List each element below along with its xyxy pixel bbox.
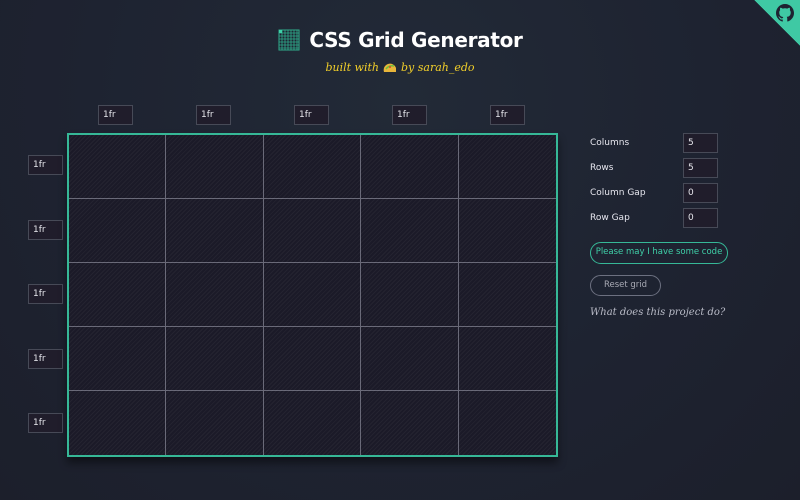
grid-cell[interactable] bbox=[69, 391, 167, 455]
reset-grid-button[interactable]: Reset grid bbox=[590, 275, 661, 296]
rows-label: Rows bbox=[590, 163, 614, 173]
page-title: CSS Grid Generator bbox=[309, 28, 523, 52]
grid-cell[interactable] bbox=[458, 135, 556, 199]
taco-icon bbox=[383, 63, 396, 72]
grid-canvas[interactable] bbox=[67, 133, 558, 457]
column-size-input-2[interactable]: 1fr bbox=[196, 105, 231, 125]
about-project-link[interactable]: What does this project do? bbox=[590, 307, 726, 318]
grid-cell[interactable] bbox=[166, 263, 264, 327]
row-size-input-5[interactable]: 1fr bbox=[28, 413, 63, 433]
row-size-input-1[interactable]: 1fr bbox=[28, 155, 63, 175]
grid-cell[interactable] bbox=[361, 327, 459, 391]
grid-cell[interactable] bbox=[458, 199, 556, 263]
column-size-input-1[interactable]: 1fr bbox=[98, 105, 133, 125]
row-gap-label: Row Gap bbox=[590, 213, 630, 223]
columns-label: Columns bbox=[590, 138, 630, 148]
grid-cell[interactable] bbox=[459, 391, 556, 455]
grid-cell[interactable] bbox=[166, 327, 264, 391]
byline-author: by sarah_edo bbox=[401, 61, 475, 74]
grid-cell[interactable] bbox=[458, 327, 556, 391]
grid-logo-icon bbox=[278, 29, 300, 51]
row-size-input-2[interactable]: 1fr bbox=[28, 220, 63, 240]
grid-cell[interactable] bbox=[69, 199, 167, 263]
grid-cell[interactable] bbox=[263, 327, 362, 391]
grid-cell[interactable] bbox=[458, 263, 556, 327]
columns-input[interactable]: 5 bbox=[683, 133, 718, 153]
grid-cell[interactable] bbox=[361, 263, 459, 327]
grid-cell[interactable] bbox=[69, 263, 167, 327]
rows-input[interactable]: 5 bbox=[683, 158, 718, 178]
grid-cell[interactable] bbox=[361, 199, 459, 263]
grid-cell[interactable] bbox=[263, 263, 362, 327]
grid-cell[interactable] bbox=[166, 199, 264, 263]
row-gap-input[interactable]: 0 bbox=[683, 208, 718, 228]
column-size-input-5[interactable]: 1fr bbox=[490, 105, 525, 125]
grid-cell[interactable] bbox=[263, 199, 362, 263]
row-size-input-3[interactable]: 1fr bbox=[28, 284, 63, 304]
column-gap-label: Column Gap bbox=[590, 188, 646, 198]
get-code-button[interactable]: Please may I have some code bbox=[590, 242, 728, 264]
grid-cell[interactable] bbox=[263, 135, 362, 199]
byline: built with by sarah_edo bbox=[325, 61, 474, 74]
column-size-input-4[interactable]: 1fr bbox=[392, 105, 427, 125]
grid-cell[interactable] bbox=[361, 135, 459, 199]
grid-cell[interactable] bbox=[69, 327, 167, 391]
row-size-input-4[interactable]: 1fr bbox=[28, 349, 63, 369]
grid-cell[interactable] bbox=[69, 135, 167, 199]
grid-cell[interactable] bbox=[264, 391, 362, 455]
github-corner-link[interactable] bbox=[754, 0, 800, 46]
grid-cell[interactable] bbox=[361, 391, 459, 455]
github-octocat-icon bbox=[776, 4, 794, 22]
byline-prefix: built with bbox=[325, 61, 379, 74]
grid-cell[interactable] bbox=[166, 391, 264, 455]
header: CSS Grid Generator built with by sarah_e… bbox=[0, 28, 800, 75]
grid-cell[interactable] bbox=[166, 135, 264, 199]
column-size-input-3[interactable]: 1fr bbox=[294, 105, 329, 125]
column-gap-input[interactable]: 0 bbox=[683, 183, 718, 203]
